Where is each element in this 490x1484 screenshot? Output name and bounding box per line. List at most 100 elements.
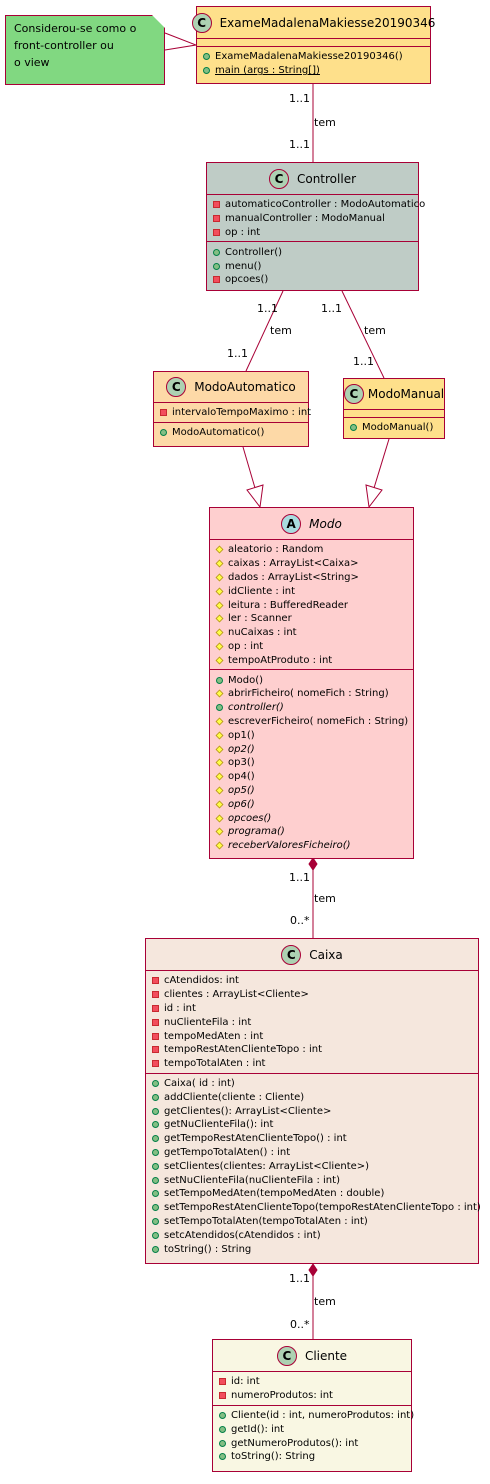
attribute-text: tempoAtProduto : int [228, 654, 333, 666]
protected-icon [215, 731, 224, 740]
attribute-text: manualController : ModoManual [225, 213, 385, 225]
protected-icon [215, 814, 224, 822]
attribute-row: automaticoController : ModoAutomatico [213, 198, 425, 212]
public-icon [219, 1439, 226, 1447]
method-text: ModoAutomatico() [172, 427, 265, 439]
multiplicity-label: 0..* [290, 1318, 310, 1331]
class-cliente[interactable]: C Cliente id: int numeroProdutos: int Cl… [212, 1339, 414, 1472]
edge-manual-modo [373, 438, 390, 489]
method-text: receberValoresFicheiro() [228, 840, 351, 852]
protected-icon [215, 772, 224, 781]
class-exame[interactable]: C ExameMadalenaMakiesse20190346 ExameMad… [191, 6, 435, 84]
method-text: op1() [228, 729, 255, 741]
attribute-row: tempoRestAtenClienteTopo : int [152, 1043, 472, 1057]
class-caixa[interactable]: C Caixa cAtendidos: int clientes : Array… [145, 938, 481, 1264]
public-icon [152, 1217, 159, 1225]
composition-diamond-modo [308, 857, 318, 871]
attribute-row: intervaloTempoMaximo : int [160, 406, 311, 420]
class-header: C Cliente [213, 1340, 411, 1372]
attribute-row: numeroProdutos: int [219, 1389, 405, 1403]
method-row: getNumeroProdutos(): int [219, 1436, 405, 1450]
attribute-text: numeroProdutos: int [231, 1390, 333, 1402]
class-name: Caixa [309, 947, 343, 962]
multiplicity-label: 1..1 [289, 92, 310, 105]
protected-icon [215, 656, 224, 665]
method-row: Controller() [213, 245, 412, 259]
attribute-row: leitura : BufferedReader [215, 598, 407, 612]
method-row: ModoManual() [350, 421, 438, 435]
class-header: C ModoManual [343, 379, 444, 410]
methods-section: Modo() abrirFicheiro( nomeFich : String)… [210, 670, 413, 854]
methods-section: ModoManual() [344, 418, 444, 437]
methods-section: ModoAutomatico() [154, 423, 308, 442]
edge-controller-automatico [245, 290, 284, 372]
method-row: op3() [215, 756, 407, 770]
method-row: Cliente(id : int, numeroProdutos: int) [219, 1409, 414, 1423]
attributes-section: id: int numeroProdutos: int [213, 1372, 411, 1406]
public-icon [152, 1162, 159, 1170]
public-icon [152, 1107, 159, 1115]
method-text: abrirFicheiro( nomeFich : String) [228, 688, 389, 700]
class-stereotype-icon: C [191, 12, 212, 33]
method-text: menu() [225, 260, 262, 272]
abstract-stereotype-icon: A [281, 513, 302, 534]
note-line: front-controller ou [14, 39, 114, 52]
note-box: Considerou-se como o front-controller ou… [5, 15, 165, 85]
attribute-row: nuClienteFila : int [152, 1015, 472, 1029]
private-icon [160, 409, 167, 417]
class-name: Modo [309, 516, 342, 531]
method-row: setClientes(clientes: ArrayList<Cliente>… [152, 1159, 472, 1173]
attribute-text: nuCaixas : int [228, 627, 297, 639]
method-row: getTempoRestAtenClienteTopo() : int [152, 1132, 472, 1146]
attribute-text: idCliente : int [228, 585, 295, 597]
methods-section: Cliente(id : int, numeroProdutos: int) g… [213, 1406, 414, 1466]
method-row: Modo() [216, 673, 407, 687]
method-text: getTempoTotalAten() : int [164, 1146, 291, 1158]
protected-icon [215, 786, 224, 795]
attribute-row: op : int [213, 226, 412, 240]
class-name: ExameMadalenaMakiesse20190346 [219, 15, 436, 30]
multiplicity-label: 1..1 [353, 355, 374, 368]
attributes-section: cAtendidos: int clientes : ArrayList<Cli… [146, 971, 478, 1074]
composition-diamond-caixa [308, 1263, 318, 1277]
method-row: op1() [215, 728, 407, 742]
protected-icon [215, 841, 224, 850]
class-stereotype-icon: C [343, 384, 364, 404]
protected-icon [215, 642, 224, 651]
method-text: ModoManual() [362, 422, 434, 434]
private-icon [152, 1060, 159, 1068]
multiplicity-label: 1..1 [289, 871, 310, 884]
method-row: setcAtendidos(cAtendidos : int) [152, 1228, 472, 1242]
public-icon [152, 1204, 159, 1212]
methods-section: Controller() menu() opcoes() [207, 242, 418, 288]
attribute-text: id : int [164, 1002, 196, 1014]
multiplicity-label: 1..1 [257, 302, 278, 315]
public-icon [219, 1411, 226, 1419]
class-stereotype-icon: C [281, 944, 302, 965]
note-line: o view [14, 56, 50, 69]
method-row: main (args : String[]) [203, 64, 424, 78]
class-stereotype-icon: C [166, 377, 187, 397]
method-row: op6() [215, 797, 407, 811]
method-row: abrirFicheiro( nomeFich : String) [215, 687, 407, 701]
attribute-row: id : int [152, 1002, 472, 1016]
class-modo[interactable]: A Modo aleatorio : Random caixas : Array… [209, 507, 414, 859]
class-header: C Controller [207, 163, 418, 195]
method-row: opcoes() [215, 811, 407, 825]
class-header: C ModoAutomatico [154, 372, 308, 403]
protected-icon [215, 717, 224, 726]
class-controller[interactable]: C Controller automaticoController : Modo… [206, 162, 425, 291]
public-icon [152, 1079, 159, 1087]
private-icon [152, 977, 159, 985]
method-text: setTempoMedAten(tempoMedAten : double) [164, 1188, 385, 1200]
method-text: controller() [228, 702, 284, 714]
class-modo-manual[interactable]: C ModoManual ModoManual() [343, 378, 445, 439]
method-text: addCliente(cliente : Cliente) [164, 1091, 305, 1103]
method-row: op5() [215, 784, 407, 798]
relation-label: tem [314, 116, 336, 129]
note-line: Considerou-se como o [14, 22, 137, 35]
relation-label: tem [314, 892, 336, 905]
public-icon [350, 424, 357, 432]
protected-icon [215, 745, 224, 754]
class-modo-automatico[interactable]: C ModoAutomatico intervaloTempoMaximo : … [153, 371, 311, 447]
